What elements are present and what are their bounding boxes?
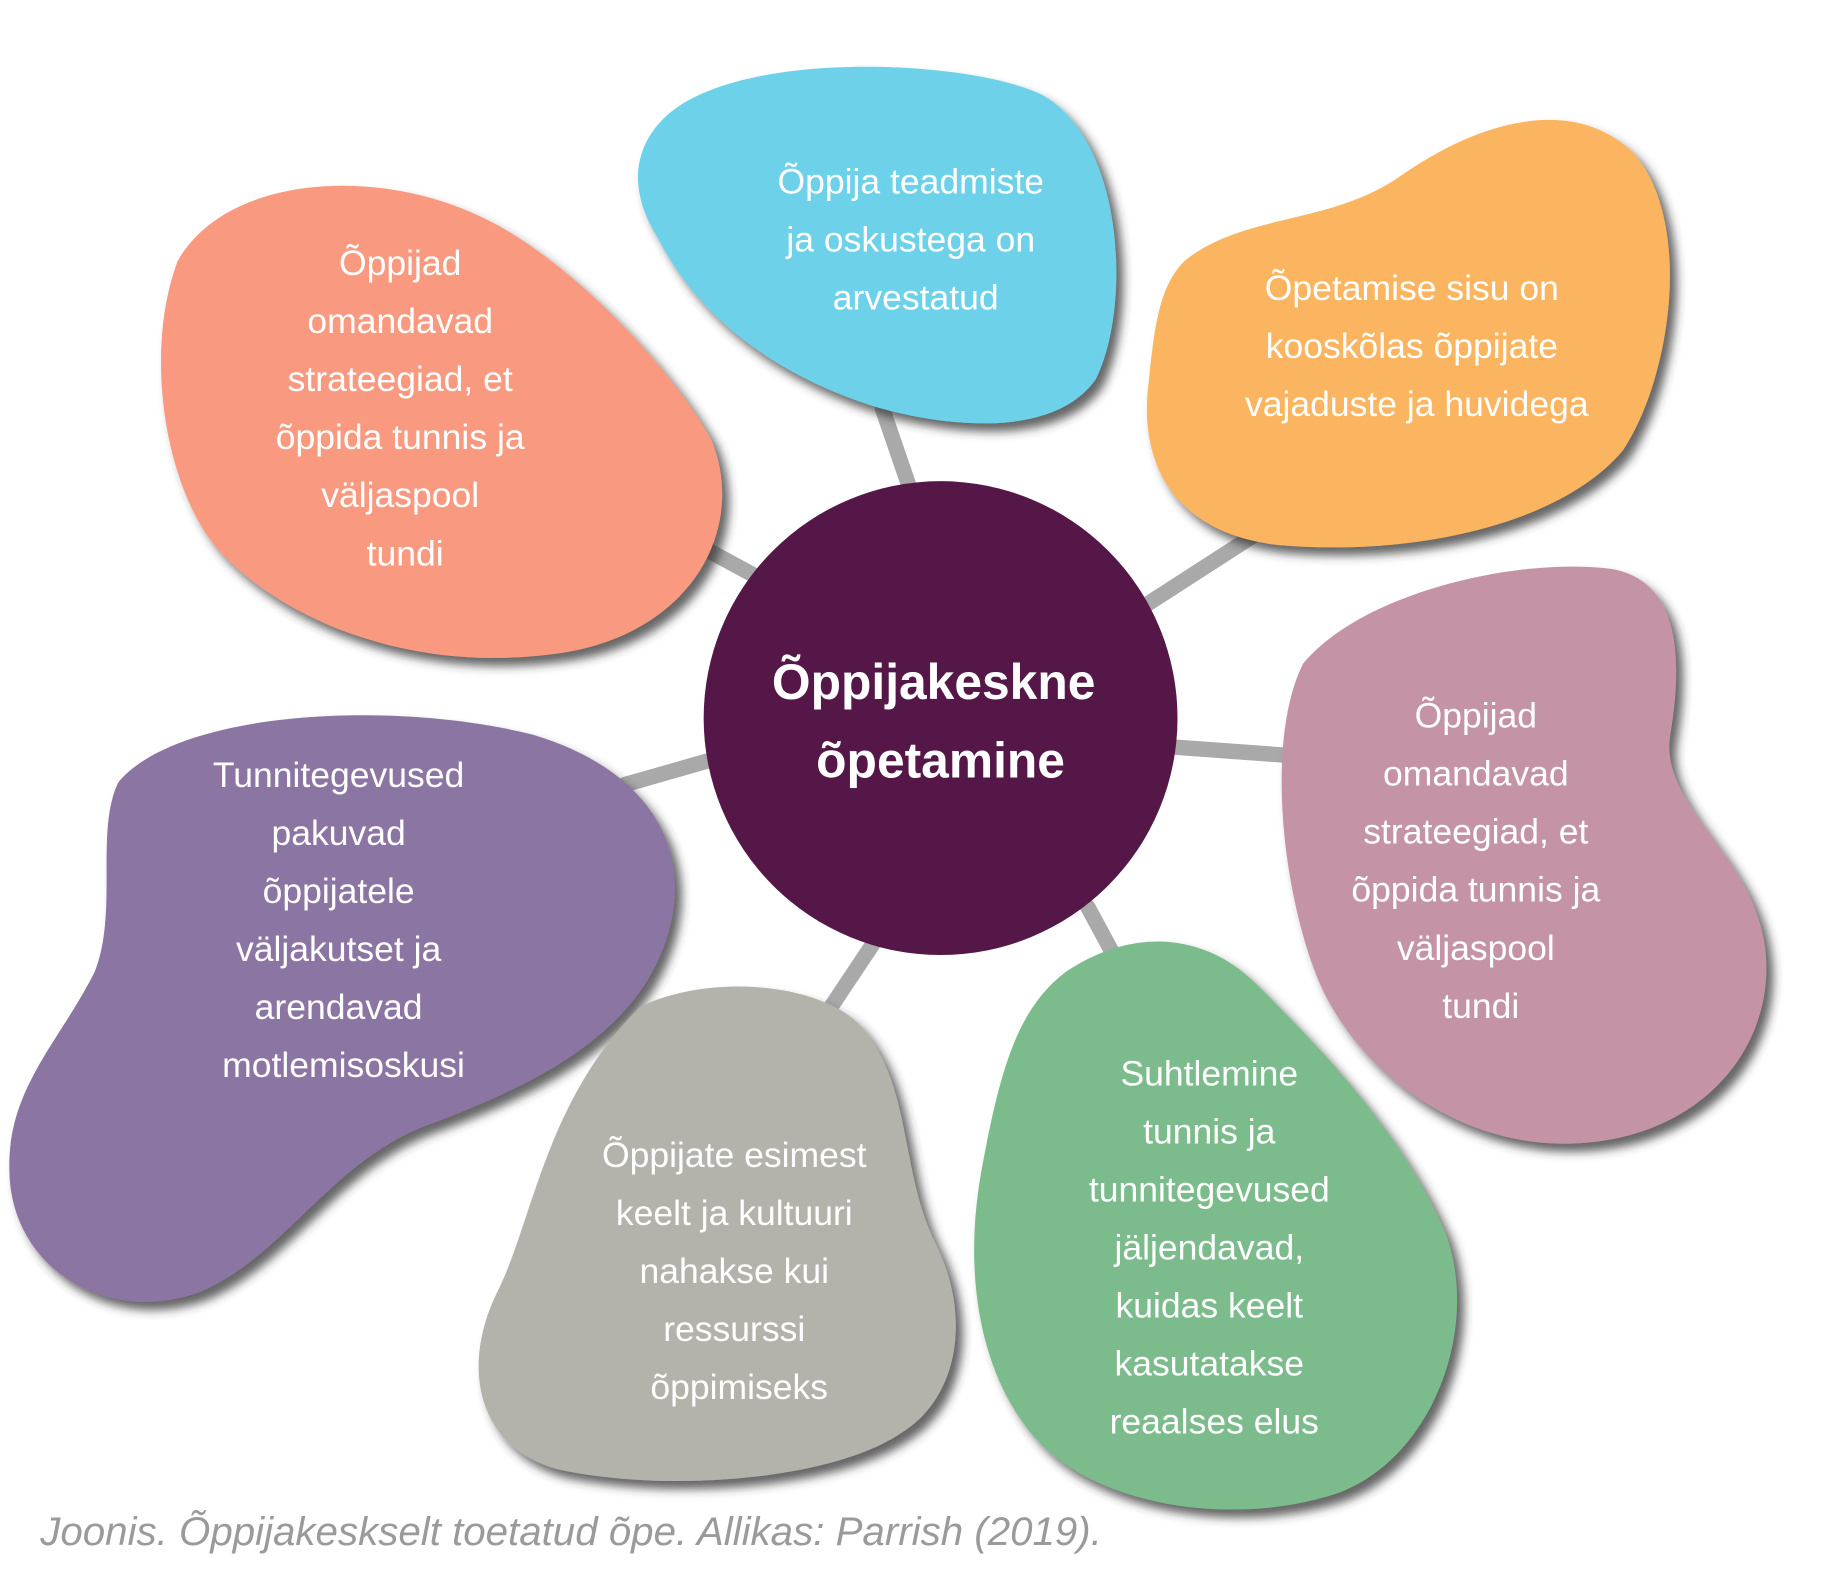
- node-pink-label: Õppijad omandavad strateegiad, et õppida…: [1351, 696, 1610, 1026]
- blob-blue: [637, 66, 1117, 424]
- blob-green: [974, 941, 1458, 1510]
- connector-purple: [617, 750, 725, 793]
- node-orange: Õpetamise sisu on kooskõlas õppijate vaj…: [1146, 119, 1670, 548]
- connector-orange: [1135, 527, 1262, 615]
- node-orange-label: Õpetamise sisu on kooskõlas õppijate vaj…: [1245, 268, 1589, 424]
- node-salmon-label: Õppijad omandavad strateegiad, et õppida…: [276, 243, 535, 573]
- connector-pink: [1159, 738, 1305, 764]
- blob-grey: [478, 986, 956, 1481]
- figure-caption: Joonis. Õppijakeskselt toetatud õpe. All…: [39, 1509, 1102, 1554]
- node-grey: Õppijate esimest keelt ja kultuuri nahak…: [478, 986, 956, 1481]
- blob-salmon: [160, 185, 723, 658]
- node-purple-label: Tunnitegevused pakuvad õppijatele väljak…: [213, 755, 474, 1085]
- connector-blue: [874, 401, 918, 496]
- center-circle: [703, 481, 1178, 956]
- blob-purple: [9, 715, 675, 1302]
- node-green-label: Suhtlemine tunnis ja tunnitegevused jälj…: [1089, 1053, 1340, 1441]
- node-green: Suhtlemine tunnis ja tunnitegevused jälj…: [974, 941, 1458, 1510]
- connector-green: [1079, 898, 1119, 958]
- center-title: Õppijakeskne õpetamine: [772, 653, 1109, 788]
- node-salmon: Õppijad omandavad strateegiad, et õppida…: [160, 185, 723, 658]
- node-pink: Õppijad omandavad strateegiad, et õppida…: [1281, 566, 1767, 1144]
- node-purple: Tunnitegevused pakuvad õppijatele väljak…: [9, 715, 675, 1302]
- center-node: Õppijakeskne õpetamine: [703, 481, 1178, 956]
- blob-pink: [1281, 566, 1767, 1144]
- node-blue-label: Õppija teadmiste ja oskustega on arvesta…: [778, 161, 1054, 317]
- blob-orange: [1146, 119, 1670, 548]
- connectors: [617, 401, 1305, 1018]
- connector-grey: [821, 934, 882, 1018]
- node-blue: Õppija teadmiste ja oskustega on arvesta…: [637, 66, 1117, 424]
- node-grey-label: Õppijate esimest keelt ja kultuuri nahak…: [602, 1135, 876, 1407]
